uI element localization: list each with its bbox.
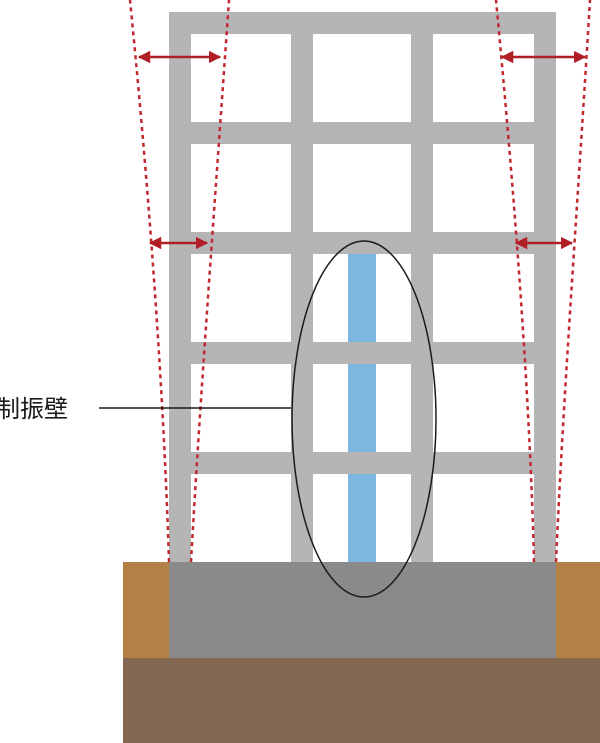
column-left (169, 12, 191, 562)
damping-wall-panel-lower (348, 474, 376, 562)
damping-wall-panel-upper (348, 254, 376, 342)
callout-label: 制振壁 (0, 395, 68, 423)
sway-lines (128, 0, 592, 563)
foundation-block (169, 562, 556, 658)
sway-line-left-outer (128, 0, 171, 563)
damping-wall (348, 254, 376, 562)
column-right (534, 12, 556, 562)
column-center-right (411, 12, 433, 562)
beam-floor-2 (169, 342, 556, 364)
left-soil (123, 562, 169, 658)
beam-floor-1 (169, 452, 556, 474)
column-center-left (291, 12, 313, 562)
sway-line-left-inner (189, 0, 231, 563)
damping-wall-panel-middle (348, 364, 376, 452)
right-soil (556, 562, 600, 658)
building-frame (169, 12, 556, 562)
sway-line-right-inner (494, 0, 536, 563)
beam-floor-4 (169, 122, 556, 144)
sway-line-right-outer (554, 0, 592, 563)
damping-wall-highlight-ellipse (291, 240, 437, 598)
deep-soil (123, 658, 600, 743)
beam-roof (169, 12, 556, 34)
beam-floor-3 (169, 232, 556, 254)
sway-arrows (137, 50, 587, 250)
